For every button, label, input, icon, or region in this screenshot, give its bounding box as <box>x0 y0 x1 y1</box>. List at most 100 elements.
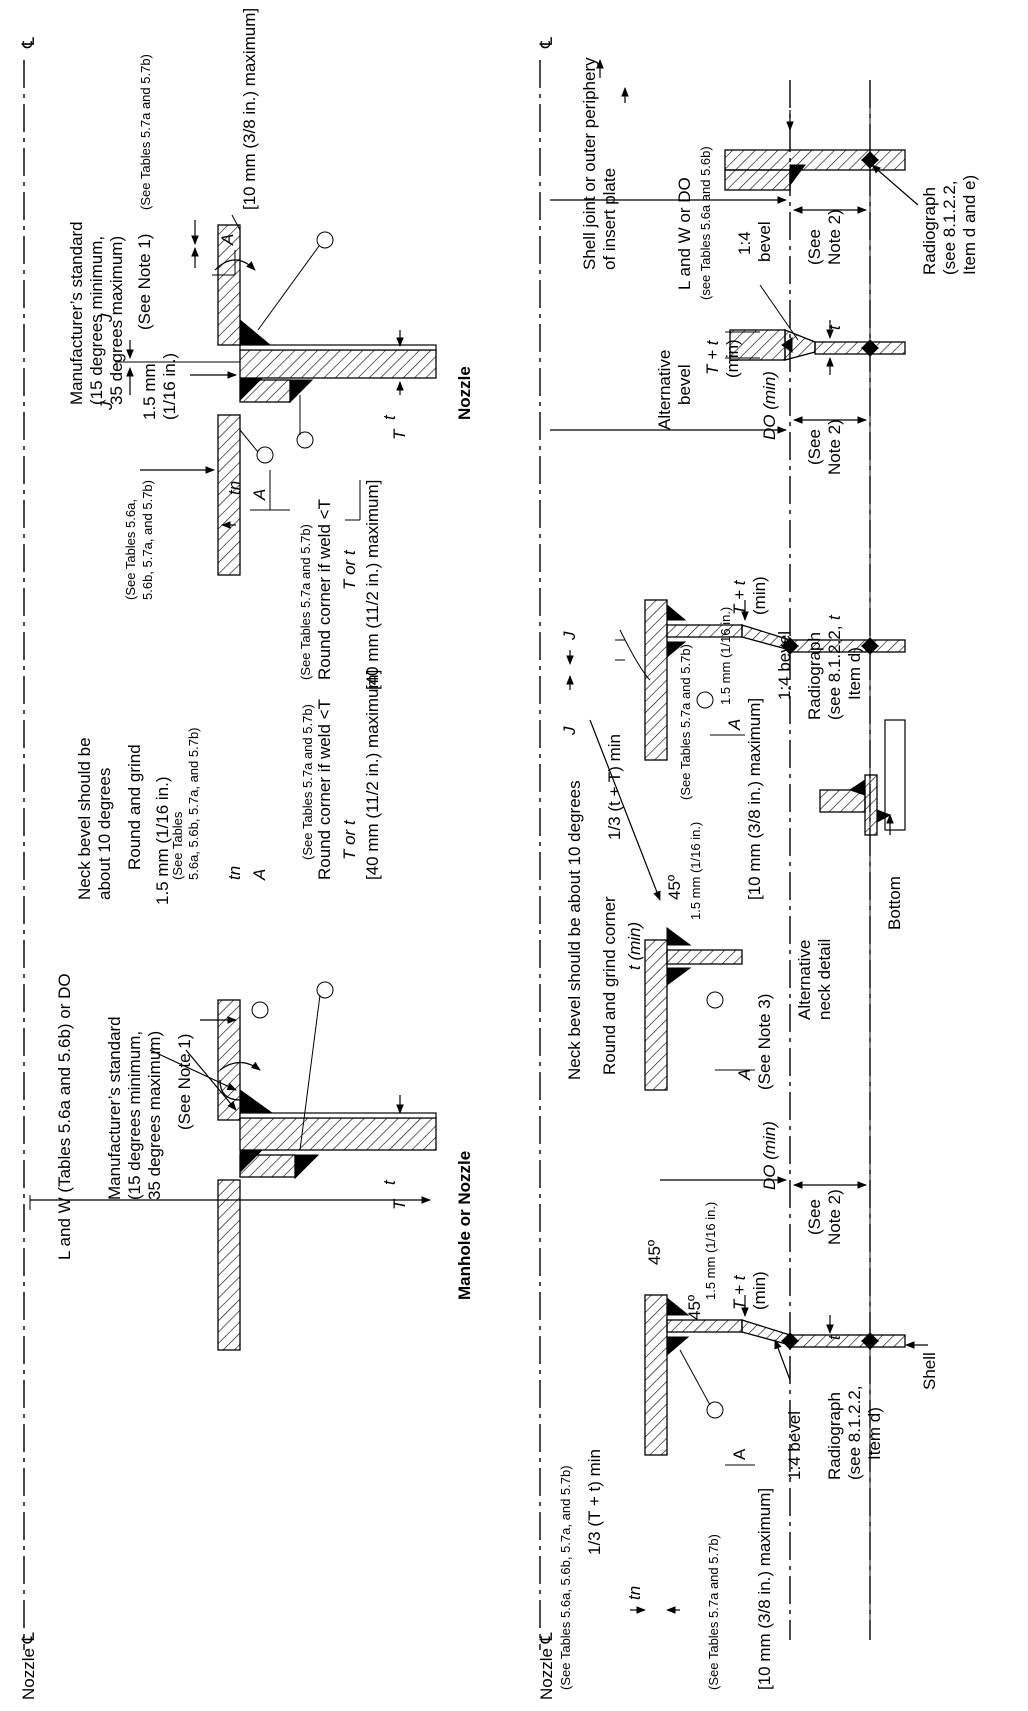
label-mh-see-tables-2: 5.6a, 5.6b, 5.7a, and 5.7b) <box>186 727 201 880</box>
label-J-top: J <box>97 313 116 323</box>
label-c-third: 1/3 (t + T) min <box>605 734 624 840</box>
label-mh-mfr-std-1: Manufacturer’s standard <box>105 1016 124 1200</box>
neck-wall-e <box>666 1319 743 1333</box>
label-do-min-b: DO (min) <box>760 371 779 440</box>
label-see-note1: (See Note 1) <box>135 234 154 330</box>
neck-wall-d <box>666 949 743 965</box>
weld-mh-2 <box>239 1149 264 1174</box>
label-weld-max: [40 mm (11/2 in.) maximum] <box>363 480 382 690</box>
weld-mh-3 <box>294 1154 320 1180</box>
label-alt-min: (min) <box>723 339 742 378</box>
insert-thick <box>729 329 786 361</box>
insert-plate-top <box>724 149 906 171</box>
label-d-A: A <box>735 1069 754 1081</box>
label-c-Tt: T + t <box>730 579 749 615</box>
label-shell-joint-2: of insert plate <box>600 168 619 270</box>
neck-plate-e <box>644 1294 668 1456</box>
label-e-tn: tn <box>625 1586 644 1600</box>
detail-bottom-plate: Bottom <box>819 719 906 930</box>
label-see-tables-56-1: (See Tables 5.6a, <box>123 499 138 600</box>
label-mh-tn: tn <box>225 866 244 880</box>
label-T-or-t: T or t <box>340 549 359 590</box>
label-radiograph-3: Item d and e) <box>960 175 979 275</box>
label-mh-neck-bevel-1: Neck bevel should be <box>75 737 94 900</box>
label-see-tables-57: (See Tables 5.7a and 5.7b) <box>138 54 153 210</box>
label-bottom: Bottom <box>885 876 904 930</box>
label-see-note2-a: (See <box>805 229 824 265</box>
detail-alternative-bevel: Alternative bevel T + t (min) 1:4 bevel … <box>550 221 906 475</box>
label-radiograph-1: Radiograph <box>920 187 939 275</box>
label-mh-round-grind: Round and grind <box>125 744 144 870</box>
label-e-t: t <box>825 1334 844 1340</box>
label-mh-round-corner: Round corner if weld <T <box>315 699 334 880</box>
nozzle-neck <box>239 349 437 379</box>
label-e-A: A <box>730 1448 749 1460</box>
label-lw-do: L and W or DO <box>675 177 694 290</box>
label-d-alt-neck-1: Alternative <box>795 940 814 1020</box>
label-note2-a: Note 2) <box>825 209 844 265</box>
label-shell-joint-1: Shell joint or outer periphery <box>580 57 599 270</box>
nozzle-cl-label-left: Nozzle ℄ <box>19 1632 38 1700</box>
label-c-min: (min) <box>750 576 769 615</box>
label-e-rad-2: (see 8.1.2.2, <box>845 1385 864 1480</box>
detail-neck-J: J J 1.5 mm (1/16 in.) T + t (min) 1/3 (t… <box>560 576 906 900</box>
label-mh-neck-bevel-2: about 10 degrees <box>95 768 114 900</box>
label-round-corner: Round corner if weld <T <box>315 499 334 680</box>
label-c-J2: J <box>560 726 579 736</box>
label-c-bevel: 1:4 bevel <box>775 631 794 700</box>
heading-manhole-or-nozzle: Manhole or Nozzle <box>455 1151 474 1300</box>
neck-plate-d <box>644 939 668 1091</box>
shell-thin <box>814 341 906 355</box>
label-mfr-std-1: Manufacturer’s standard <box>67 221 86 405</box>
label-d-t-min: t (min) <box>625 922 644 970</box>
label-e-see-tables: (See Tables 5.6a, 5.6b, 5.7a, and 5.7b) <box>558 1465 573 1690</box>
label-e-gap: 1.5 mm (1/16 in.) <box>703 1202 718 1300</box>
bottom-plate <box>864 774 878 836</box>
label-bevel: bevel <box>755 221 774 262</box>
label-d-45: 45º <box>665 875 684 900</box>
label-weld-size: [10 mm (3/8 in.) maximum] <box>240 8 259 210</box>
label-mh-see-tables-57: (See Tables 5.7a and 5.7b) <box>300 704 315 860</box>
neck-plate-c <box>644 599 668 761</box>
detail-alternative-neck: Neck bevel should be about 10 degrees Ro… <box>565 719 834 1091</box>
label-c-t: t <box>825 614 844 620</box>
detail-nozzle-top: J J 1.5 mm (1/16 in.) Manufacturer’s sta… <box>67 8 474 690</box>
detail-insert-plate: Shell joint or outer periphery of insert… <box>550 57 979 300</box>
label-mh-see-note1: (See Note 1) <box>175 1034 194 1130</box>
label-see-tables-56: (see Tables 5.6a and 5.6b) <box>698 146 713 300</box>
label-mh-T-or-t: T or t <box>340 819 359 860</box>
label-alt-t: t <box>825 324 844 330</box>
label-ratio: 1:4 <box>735 231 754 255</box>
label-d-neck-bevel: Neck bevel should be about 10 degrees <box>565 780 584 1080</box>
label-mh-mfr-std-3: 35 degrees maximum) <box>145 1031 164 1200</box>
label-c-J1: J <box>560 631 579 641</box>
centerline-symbol-top-right: ℄ <box>537 37 556 49</box>
manhole-neck <box>239 1117 437 1151</box>
label-gap-in: (1/16 in.) <box>160 353 179 420</box>
label-e-45a: 45º <box>645 1240 664 1265</box>
label-see-tables-56-2: 5.6b, 5.7a, and 5.7b) <box>140 480 155 600</box>
label-c-rad-1: Radiograph <box>805 632 824 720</box>
label-see-note2-b: (See <box>805 429 824 465</box>
label-note2-b: Note 2) <box>825 419 844 475</box>
label-lw-note: L and W (Tables 5.6a and 5.6b) or DO <box>55 973 74 1260</box>
weld-fillet-3 <box>289 379 314 404</box>
label-e-do-min: DO (min) <box>760 1121 779 1190</box>
label-mh-mfr-std-2: (15 degrees minimum, <box>125 1031 144 1200</box>
label-T: T <box>390 428 409 440</box>
label-d-see-note3: (See Note 3) <box>755 994 774 1090</box>
label-d-alt-neck-2: neck detail <box>815 939 834 1020</box>
label-mh-t: t <box>380 1179 399 1185</box>
label-c-see-tables-57: (See Tables 5.7a and 5.7b) <box>678 644 693 800</box>
shell-plate-bottom <box>217 414 241 576</box>
bottom-shell <box>819 789 866 813</box>
label-c-A: A <box>725 719 744 731</box>
label-e-see-tables-57: (See Tables 5.7a and 5.7b) <box>706 1534 721 1690</box>
label-alt-Tt: T + t <box>703 339 722 375</box>
label-c-gap: 1.5 mm (1/16 in.) <box>718 607 733 705</box>
label-mfr-std-2: (15 degrees minimum, <box>87 236 106 405</box>
weld-symbol-A: A <box>218 234 237 246</box>
label-t: t <box>380 414 399 420</box>
